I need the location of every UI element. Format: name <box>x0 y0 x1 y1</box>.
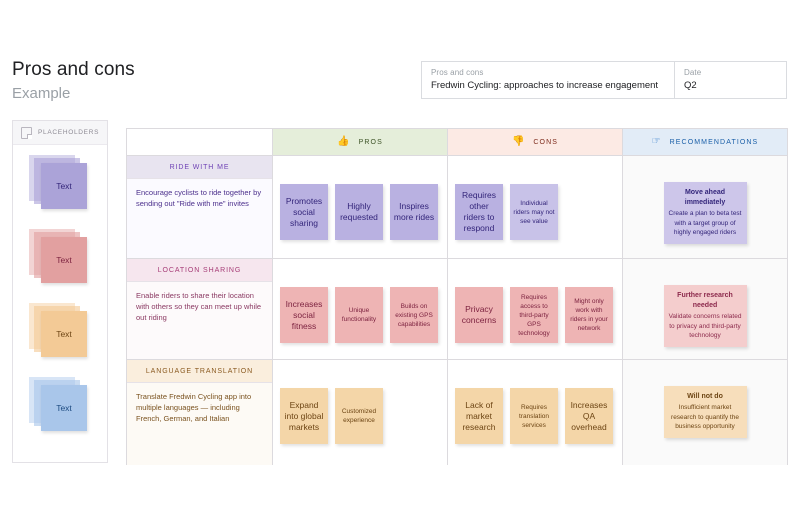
row-title: RIDE WITH ME <box>169 163 230 171</box>
column-header-pros[interactable]: 👍 PROS <box>273 129 448 155</box>
recommendation-title: Further research needed <box>677 292 733 309</box>
placeholder-layer-front[interactable]: Text <box>41 385 87 431</box>
date-field-value: Q2 <box>684 80 697 91</box>
placeholders-panel: PLACEHOLDERS Text Text Text <box>12 120 108 463</box>
column-header-pros-label: PROS <box>358 138 383 146</box>
column-header-cons[interactable]: 👎 CONS <box>448 129 623 155</box>
placeholder-stack[interactable]: Text <box>29 303 91 359</box>
sticky-note[interactable]: Inspires more rides <box>390 184 438 240</box>
row-description: Translate Fredwin Cycling app into multi… <box>127 383 272 465</box>
placeholder-stack[interactable]: Text <box>29 229 91 285</box>
pointing-hand-icon: ☞ <box>651 136 661 147</box>
recommendation-body: Create a plan to beta test with a target… <box>668 210 742 236</box>
column-header-recommendations-label: RECOMMENDATIONS <box>669 138 759 146</box>
row-description: Encourage cyclists to ride together by s… <box>127 179 272 258</box>
row-title: LOCATION SHARING <box>157 266 242 274</box>
placeholders-title: PLACEHOLDERS <box>38 129 100 136</box>
column-header-recommendations[interactable]: ☞ RECOMMENDATIONS <box>623 129 787 155</box>
sticky-note[interactable]: Expand into global markets <box>280 388 328 444</box>
sticky-note-icon <box>21 126 33 139</box>
sticky-note[interactable]: Requires access to third-party GPS techn… <box>510 287 558 343</box>
placeholder-layer-front[interactable]: Text <box>41 237 87 283</box>
topic-field[interactable]: Pros and cons Fredwin Cycling: approache… <box>422 62 675 98</box>
recommendation-note[interactable]: Further research needed Validate concern… <box>663 285 747 347</box>
matrix-body: RIDE WITH ME Encourage cyclists to ride … <box>127 156 787 465</box>
placeholder-label: Text <box>56 255 72 265</box>
recommendation-title: Will not do <box>687 393 723 400</box>
recommendation-cell: Will not do Insufficient market research… <box>623 360 787 465</box>
row-title-band[interactable]: LANGUAGE TRANSLATION <box>127 360 272 383</box>
sticky-note[interactable]: Builds on existing GPS capabilities <box>390 287 438 343</box>
meta-header: Pros and cons Fredwin Cycling: approache… <box>421 61 787 99</box>
date-field[interactable]: Date Q2 <box>675 62 786 98</box>
table-row: LOCATION SHARING Enable riders to share … <box>127 259 787 360</box>
placeholder-stack[interactable]: Text <box>29 155 91 211</box>
sticky-note[interactable]: Promotes social sharing <box>280 184 328 240</box>
placeholders-header: PLACEHOLDERS <box>13 121 107 145</box>
sticky-note[interactable]: Increases QA overhead <box>565 388 613 444</box>
placeholder-label: Text <box>56 329 72 339</box>
row-description: Enable riders to share their location wi… <box>127 282 272 359</box>
recommendation-cell: Move ahead immediately Create a plan to … <box>623 156 787 258</box>
cons-cell: Requires other riders to respond Individ… <box>448 156 623 258</box>
cons-cell: Lack of market research Requires transla… <box>448 360 623 465</box>
page-title: Pros and cons <box>12 59 135 80</box>
pros-cons-matrix: 👍 PROS 👎 CONS ☞ RECOMMENDATIONS RIDE WIT… <box>126 128 788 465</box>
placeholder-stack[interactable]: Text <box>29 377 91 433</box>
page-title-block: Pros and cons Example <box>12 58 135 104</box>
row-header-cell: LANGUAGE TRANSLATION Translate Fredwin C… <box>127 360 273 465</box>
sticky-note[interactable]: Highly requested <box>335 184 383 240</box>
sticky-note[interactable]: Might only work with riders in your netw… <box>565 287 613 343</box>
recommendation-title: Move ahead immediately <box>684 189 726 206</box>
sticky-note[interactable]: Customized experience <box>335 388 383 444</box>
recommendation-note[interactable]: Move ahead immediately Create a plan to … <box>663 182 747 244</box>
recommendation-body: Insufficient market research to quantify… <box>671 404 739 430</box>
sticky-note[interactable]: Privacy concerns <box>455 287 503 343</box>
sticky-note[interactable]: Requires translation services <box>510 388 558 444</box>
pros-cell: Increases social fitness Unique function… <box>273 259 448 359</box>
pros-cell: Promotes social sharing Highly requested… <box>273 156 448 258</box>
placeholder-stack-list: Text Text Text Text <box>13 145 107 433</box>
recommendation-cell: Further research needed Validate concern… <box>623 259 787 359</box>
pros-cell: Expand into global markets Customized ex… <box>273 360 448 465</box>
page-subtitle: Example <box>12 85 71 102</box>
matrix-header-row: 👍 PROS 👎 CONS ☞ RECOMMENDATIONS <box>127 129 787 156</box>
recommendation-body: Validate concerns related to privacy and… <box>668 313 742 339</box>
row-header-cell: RIDE WITH ME Encourage cyclists to ride … <box>127 156 273 258</box>
cons-cell: Privacy concerns Requires access to thir… <box>448 259 623 359</box>
sticky-note[interactable]: Lack of market research <box>455 388 503 444</box>
topic-field-value: Fredwin Cycling: approaches to increase … <box>431 80 659 91</box>
thumbs-down-icon: 👎 <box>511 136 525 147</box>
row-title: LANGUAGE TRANSLATION <box>145 367 254 375</box>
thumbs-up-icon: 👍 <box>337 136 350 147</box>
placeholder-label: Text <box>56 403 72 413</box>
sticky-note[interactable]: Unique functionality <box>335 287 383 343</box>
row-title-band[interactable]: LOCATION SHARING <box>127 259 272 282</box>
table-row: LANGUAGE TRANSLATION Translate Fredwin C… <box>127 360 787 465</box>
placeholder-layer-front[interactable]: Text <box>41 311 87 357</box>
row-header-cell: LOCATION SHARING Enable riders to share … <box>127 259 273 359</box>
topic-field-label: Pros and cons <box>431 68 484 77</box>
date-field-label: Date <box>684 68 702 77</box>
column-header-cons-label: CONS <box>533 138 559 146</box>
sticky-note[interactable]: Individual riders may not see value <box>510 184 558 240</box>
row-title-band[interactable]: RIDE WITH ME <box>127 156 272 179</box>
placeholder-label: Text <box>56 181 72 191</box>
matrix-header-corner <box>127 129 273 155</box>
sticky-note[interactable]: Requires other riders to respond <box>455 184 503 240</box>
table-row: RIDE WITH ME Encourage cyclists to ride … <box>127 156 787 259</box>
placeholder-layer-front[interactable]: Text <box>41 163 87 209</box>
recommendation-note[interactable]: Will not do Insufficient market research… <box>663 386 747 438</box>
sticky-note[interactable]: Increases social fitness <box>280 287 328 343</box>
